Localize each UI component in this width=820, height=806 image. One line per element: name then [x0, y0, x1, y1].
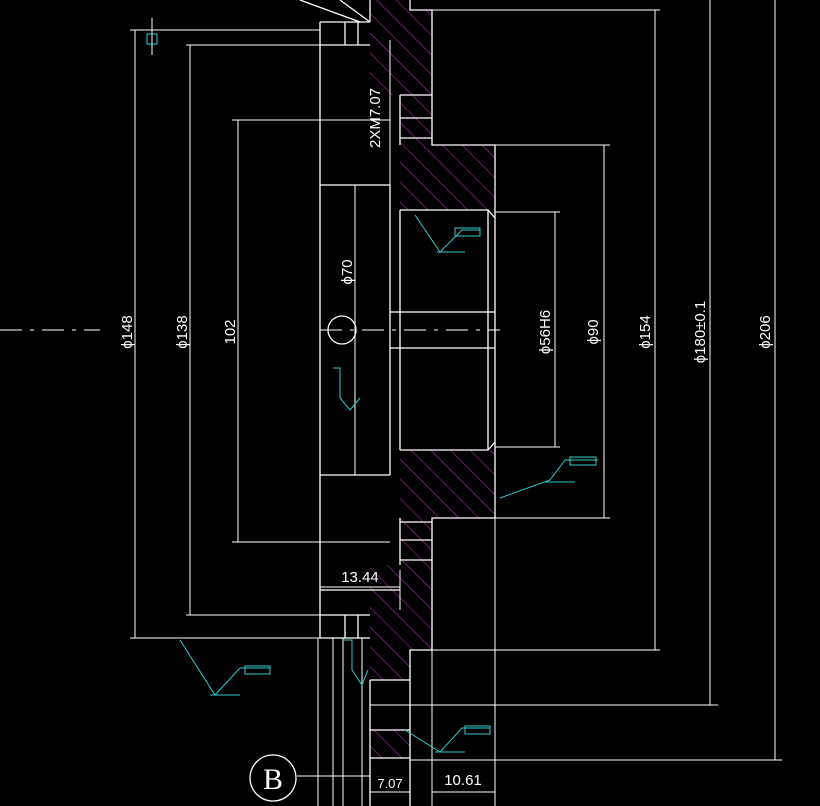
hatched-section — [370, 0, 495, 758]
dim-thread: 2XM7.07 — [367, 88, 384, 148]
dim-d90: ϕ90 — [585, 319, 602, 344]
dim-d154: ϕ154 — [637, 315, 654, 348]
dim-d70: ϕ70 — [339, 259, 356, 284]
dimension-labels: ϕ148 ϕ138 102 ϕ70 2XM7.07 ϕ56H6 ϕ90 ϕ154… — [119, 88, 774, 791]
dimension-lines — [130, 0, 782, 806]
section-marker: B — [249, 754, 297, 802]
dim-d180: ϕ180±0.1 — [692, 301, 709, 364]
dim-d102: 102 — [222, 319, 239, 344]
dim-d148: ϕ148 — [119, 315, 136, 348]
dim-d206: ϕ206 — [757, 315, 774, 348]
section-label: B — [263, 763, 283, 796]
part-outline — [299, 0, 496, 806]
dim-w1344: 13.44 — [341, 569, 379, 586]
dim-bore: ϕ56H6 — [537, 310, 554, 354]
dim-w1061: 10.61 — [444, 772, 482, 789]
dim-d138: ϕ138 — [174, 315, 191, 348]
surface-finish-symbols — [146, 33, 598, 753]
dim-w707: 7.07 — [377, 776, 402, 791]
